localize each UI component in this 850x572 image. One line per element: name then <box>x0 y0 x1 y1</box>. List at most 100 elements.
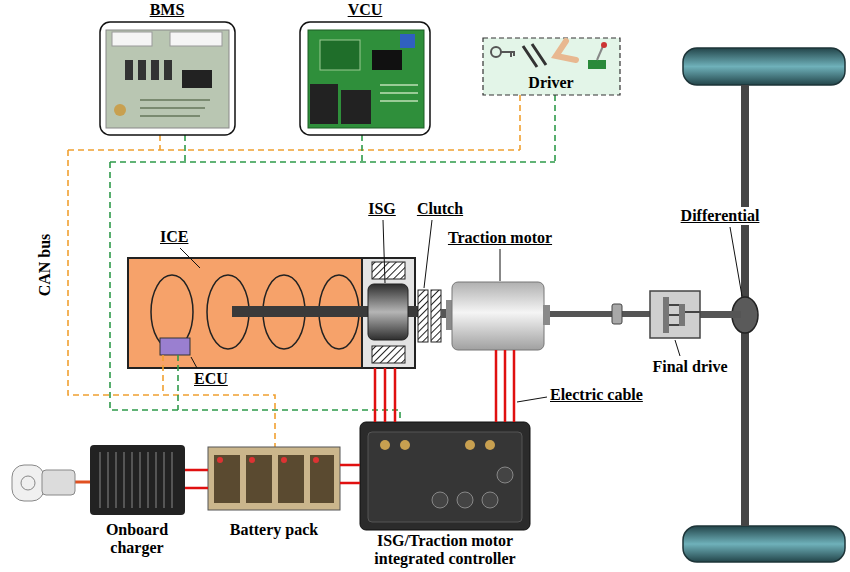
plug-photo <box>12 465 44 501</box>
final-drive <box>669 305 700 325</box>
battery-photo <box>278 455 304 503</box>
charger-photo <box>100 452 172 508</box>
driver-panel <box>601 42 607 48</box>
final-drive <box>679 304 685 326</box>
motor-body <box>543 305 550 325</box>
component-label: Final drive <box>652 358 727 376</box>
charger-photo <box>90 445 185 515</box>
bms-photo <box>138 60 146 80</box>
bms-photo <box>100 22 235 135</box>
controller-photo <box>482 492 498 508</box>
controller-photo <box>465 440 475 450</box>
vcu-photo <box>308 30 424 128</box>
driver-panel <box>483 38 620 95</box>
controller-photo <box>400 440 410 450</box>
isg-rotor <box>368 262 408 363</box>
driver-panel <box>597 46 603 60</box>
controller-photo <box>432 492 448 508</box>
drive-shaft <box>612 304 622 324</box>
plug-photo <box>75 481 90 484</box>
ecu-box <box>160 338 190 355</box>
bms-photo <box>100 22 235 135</box>
controller-photo <box>485 440 495 450</box>
leader-line <box>675 340 680 356</box>
motor-body <box>446 282 550 350</box>
battery-photo <box>208 447 340 510</box>
electric-cable <box>375 368 395 422</box>
differential-box: Differential <box>731 297 759 333</box>
bms-photo <box>106 30 229 128</box>
wheel <box>683 526 845 562</box>
component-label: Traction motor <box>448 229 552 247</box>
leader-line <box>180 220 742 402</box>
vcu-photo <box>380 85 418 101</box>
vcu-photo <box>320 40 360 70</box>
electric-cable <box>340 465 360 483</box>
driver-panel <box>483 38 620 95</box>
component-label: Clutch <box>417 200 463 218</box>
bms-photo <box>125 60 133 80</box>
bms-photo <box>140 100 210 116</box>
isg-rotor <box>372 262 405 279</box>
component-label: VCU <box>348 1 383 19</box>
component-label: ICE <box>160 228 188 246</box>
battery-photo <box>217 457 223 463</box>
component-label: Differential <box>679 207 762 225</box>
battery-photo <box>249 457 255 463</box>
plug-photo <box>12 465 90 501</box>
controller-photo <box>360 422 530 530</box>
ecu-box: ECU <box>160 338 190 355</box>
drive-shaft <box>700 311 741 318</box>
isg-box: ISG <box>362 258 415 368</box>
leader-line <box>180 248 200 268</box>
vcu-photo <box>372 50 402 70</box>
bms-photo <box>151 60 159 80</box>
vcu-photo <box>341 90 371 124</box>
charger-photo <box>90 445 185 515</box>
driver-panel <box>501 52 515 57</box>
wheel <box>683 48 845 85</box>
charger-box: Onboard charger <box>90 445 185 515</box>
vcu-photo <box>310 84 338 124</box>
battery-photo <box>208 447 340 510</box>
component-label: ECU <box>194 370 228 388</box>
leader-line <box>424 220 432 288</box>
callout-label: Electric cable <box>550 386 643 404</box>
leader-line <box>383 220 385 283</box>
final-drive <box>663 297 669 333</box>
battery-photo <box>246 455 272 503</box>
drive-shaft <box>545 311 650 317</box>
final-drive <box>650 291 700 338</box>
component-label: ISG <box>368 200 396 218</box>
leader-line <box>191 357 197 368</box>
electric-cable <box>496 350 514 422</box>
vcu-module: VCU <box>300 22 430 135</box>
clutch-plate <box>418 290 428 342</box>
isg-rotor <box>368 284 408 340</box>
bms-photo <box>164 60 172 80</box>
bus-label: CAN bus <box>36 234 54 297</box>
driver-panel <box>491 47 501 57</box>
controller-box: ISG/Traction motor integrated controller <box>360 422 530 530</box>
battery-box: Battery pack <box>208 447 340 510</box>
clutch-box: Clutch <box>417 288 441 342</box>
wheel <box>683 48 845 562</box>
driver-box: Driver <box>483 38 620 95</box>
vcu-photo <box>300 22 430 135</box>
battery-photo <box>310 455 334 503</box>
component-label: Battery pack <box>230 521 318 539</box>
battery-photo <box>214 455 240 503</box>
isg-housing <box>362 258 415 368</box>
controller-photo <box>368 432 522 522</box>
clutch-plate <box>431 290 441 342</box>
leader-line <box>730 227 742 296</box>
final-drive-box: Final drive <box>650 291 700 338</box>
driver-panel <box>523 44 546 67</box>
isg-housing <box>362 258 415 368</box>
leader-line <box>517 397 547 402</box>
leader-line <box>500 249 501 281</box>
can-bus-line <box>68 95 555 447</box>
can-bus-line <box>110 95 555 422</box>
